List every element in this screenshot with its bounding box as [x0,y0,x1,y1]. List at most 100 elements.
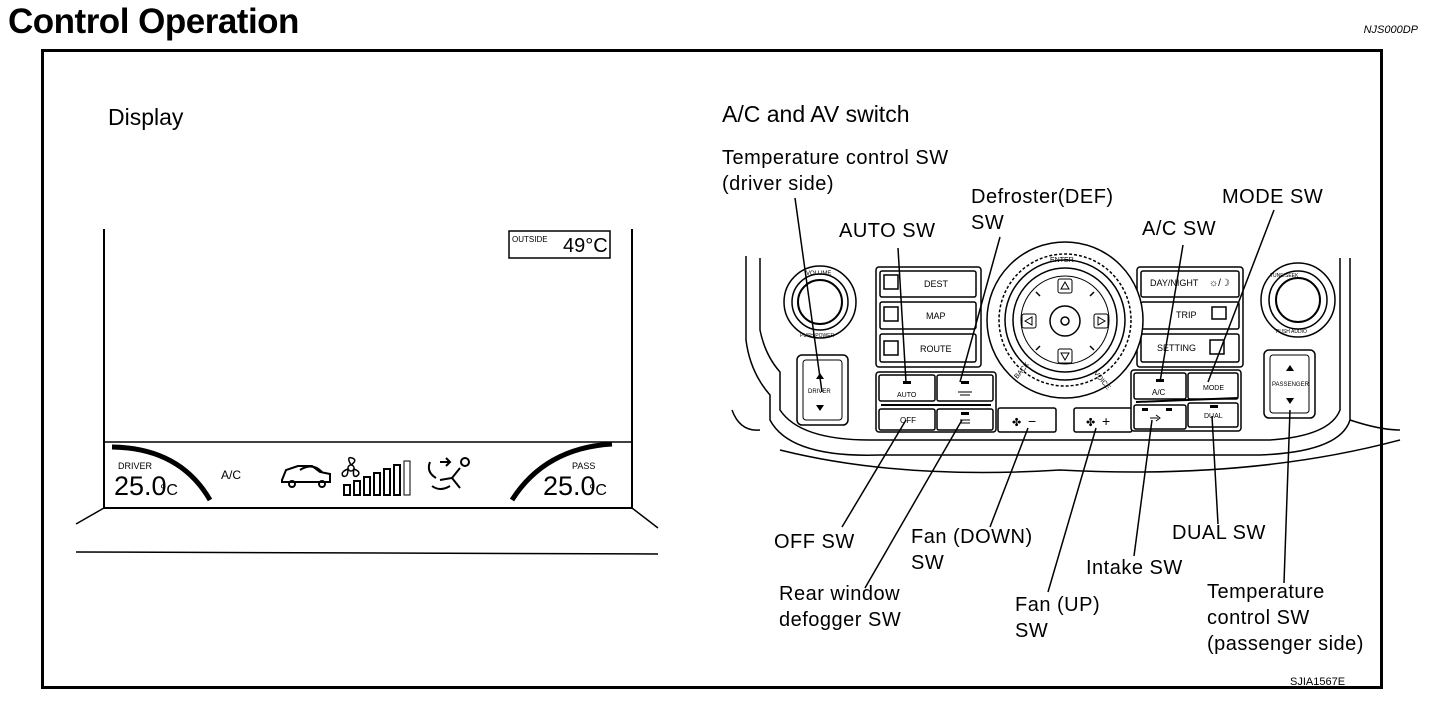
route-button[interactable]: ROUTE [879,333,977,363]
intake-indicator-left [1142,408,1148,411]
rear-defogger-button[interactable] [936,408,994,431]
tuning-label: TUNE/SEEK [1270,273,1299,279]
driver-temp-unit: °C [160,482,178,499]
intake-indicator-right [1166,408,1172,411]
intake-icon [1150,414,1161,422]
callout-defroster-line2: SW [971,212,1005,234]
callout-temp-driver-line2: (driver side) [722,173,835,195]
callout-fan-down-line1: Fan (DOWN) [911,526,1033,548]
leader-ac [1159,244,1184,383]
auto-indicator [903,381,911,384]
dest-icon [883,274,899,290]
callout-mode: MODE SW [1222,186,1324,208]
passenger-temp-rocker[interactable]: PASSENGER [1263,349,1316,419]
leader-fan-down [989,427,1029,528]
driver-temp: 25.0 [114,471,167,501]
passenger-temp-down-icon [1286,398,1294,404]
callout-auto: AUTO SW [839,220,936,242]
route-label: ROUTE [920,344,952,354]
leader-fan-up [1047,427,1097,593]
leader-auto [897,247,907,383]
document-code: NJS000DP [1363,24,1418,36]
ac-button-label: A/C [1152,388,1166,397]
callout-temp-passenger-line1: Temperature [1207,581,1325,603]
dual-label: DUAL [1204,413,1223,420]
auto-button[interactable]: AUTO [878,374,936,402]
panel-outline [731,256,1401,474]
down-arrow-icon [1060,352,1070,362]
passenger-temp-up-icon [1286,365,1294,371]
volume-label: VOLUME [806,271,831,277]
figure-code: SJIA1567E [1290,676,1346,688]
driver-temp-arc [111,444,213,502]
setting-label: SETTING [1157,343,1196,353]
callout-off: OFF SW [774,531,855,553]
fan-down-button[interactable]: ✤ − [997,407,1057,433]
fan-speed-bar [363,476,371,496]
outside-label: OUTSIDE [512,235,548,244]
leader-dual [1211,415,1219,525]
ac-button[interactable]: A/C [1133,372,1187,400]
fan-up-button[interactable]: ✤ + [1073,407,1133,433]
center-dial[interactable]: ENTER BACK VOICE [986,241,1144,399]
volume-knob[interactable]: VOLUME PUSH POWER [783,265,857,339]
callout-fan-down: Fan (DOWN) SW [911,524,1033,576]
recirculation-car-icon [281,465,331,488]
dual-button[interactable]: DUAL [1187,402,1239,428]
callout-leaders [794,197,1291,593]
leader-rear-defogger [864,419,963,589]
callout-intake: Intake SW [1086,557,1183,579]
setting-icon [1209,339,1225,355]
bezel-right [631,507,659,529]
intake-button[interactable] [1133,404,1187,430]
dual-indicator [1210,405,1218,408]
dial-center-button[interactable] [1049,305,1081,337]
setting-button[interactable]: SETTING [1140,333,1240,363]
day-night-label: DAY/NIGHT [1150,278,1199,288]
callout-temp-passenger-line2: control SW [1207,607,1310,629]
defroster-button[interactable] [936,374,994,402]
mode-label: MODE [1203,385,1224,392]
pass-temp-unit: °C [589,482,607,499]
driver-temp-rocker[interactable]: DRIVER [796,354,849,426]
defroster-icon [958,391,972,396]
callout-defroster: Defroster(DEF) SW [971,184,1114,236]
fan-down-icon: ✤ [1012,417,1021,429]
callout-rear-defogger-line1: Rear window [779,583,901,605]
fan-speed-bar [383,468,391,496]
off-label: OFF [900,416,916,425]
right-arrow-icon [1097,316,1107,326]
driver-temp-down-icon [816,405,824,411]
dest-button[interactable]: DEST [879,270,977,298]
push-audio-label: PUSH AUDIO [1276,329,1307,335]
fan-icon [341,456,360,478]
passenger-rocker-label: PASSENGER [1272,382,1310,388]
trip-label: TRIP [1176,310,1197,320]
ac-indicator: A/C [221,468,241,482]
callout-rear-defogger: Rear window defogger SW [779,581,901,633]
fan-speed-bar [373,472,381,496]
tuning-knob[interactable]: TUNE/SEEK PUSH AUDIO [1260,262,1336,338]
leader-temp-passenger [1283,409,1291,584]
power-label: PUSH POWER [800,333,835,339]
trip-button[interactable]: TRIP [1140,301,1240,330]
callout-temp-passenger: Temperature control SW (passenger side) [1207,579,1364,657]
nav-buttons-right: DAY/NIGHT ☼/☽ TRIP SETTING [1136,266,1244,368]
leader-mode [1207,209,1275,383]
map-button[interactable]: MAP [879,301,977,330]
callout-dual: DUAL SW [1172,522,1266,544]
map-icon [883,306,899,322]
callout-defroster-line1: Defroster(DEF) [971,186,1114,208]
driver-rocker-label: DRIVER [808,389,831,395]
day-night-icon: ☼/☽ [1209,278,1230,289]
day-night-button[interactable]: DAY/NIGHT ☼/☽ [1140,270,1240,298]
fan-speed-bars [343,460,411,496]
bezel-bottom [75,551,659,555]
fan-plus-label: + [1102,413,1110,429]
mode-button[interactable]: MODE [1187,372,1239,400]
off-button[interactable]: OFF [878,408,936,431]
leader-defroster [959,236,1001,383]
enter-label: ENTER [1050,257,1074,264]
trip-icon [1211,306,1227,320]
